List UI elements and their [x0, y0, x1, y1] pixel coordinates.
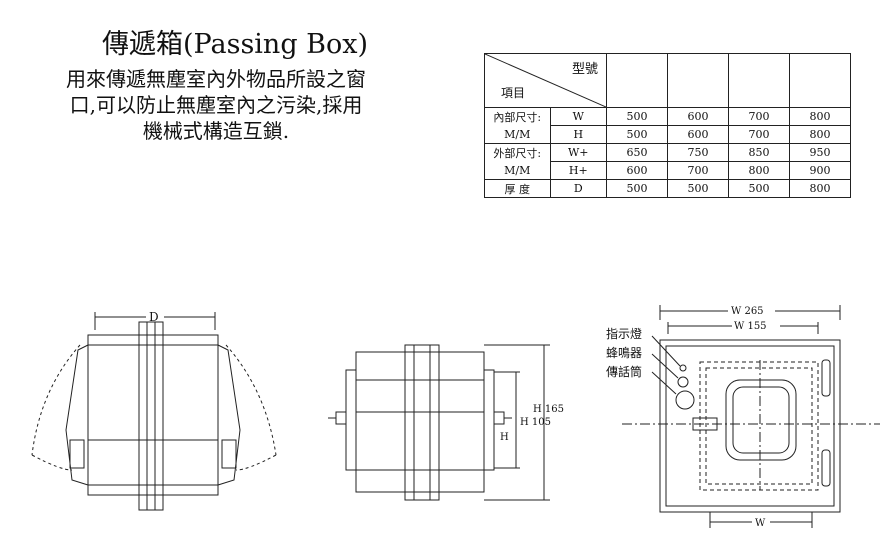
spec-table: 型號 項目 內部尺寸: W 500 600 700 800 M/M H 500 …	[484, 53, 851, 198]
dim-label-w: W	[755, 518, 766, 529]
description-line: 用來傳遞無塵室內外物品所設之窗	[66, 67, 366, 91]
cell: 800	[728, 161, 790, 180]
dim-label-h105: H 105	[520, 417, 551, 428]
dim-label-d: D	[149, 310, 159, 324]
header-cell	[789, 53, 851, 108]
row-dim: D	[549, 179, 608, 198]
description-line: 口,可以防止無塵室內之污染,採用	[69, 93, 363, 117]
table-header-row: 型號 項目	[484, 53, 851, 108]
cell: 500	[728, 179, 790, 198]
header-cell	[667, 53, 729, 108]
row-group: 厚 度	[484, 179, 551, 198]
side-view-drawing	[328, 344, 550, 501]
cell: 800	[789, 179, 851, 198]
header-model: 型號	[571, 62, 598, 77]
dim-label-w155: W 155	[734, 321, 767, 332]
table-row: M/M H 500 600 700 800	[484, 125, 851, 144]
header-item: 項目	[501, 86, 526, 100]
row-group: 外部尺寸:	[484, 143, 551, 162]
front-view-drawing	[622, 305, 880, 528]
description: 用來傳遞無塵室內外物品所設之窗 口,可以防止無塵室內之污染,採用 機械式構造互鎖…	[30, 66, 402, 144]
cell: 700	[728, 125, 790, 144]
row-group: 內部尺寸:	[484, 107, 551, 126]
dim-label-h165: H 165	[533, 404, 564, 415]
label-buzzer: 蜂鳴器	[606, 346, 642, 360]
dim-label-w265: W 265	[731, 306, 764, 317]
page-title: 傳遞箱(Passing Box)	[102, 29, 369, 60]
table-corner: 型號 項目	[484, 53, 607, 108]
cell: 500	[667, 179, 729, 198]
dim-label-h: H	[500, 432, 509, 443]
table-row: 厚 度 D 500 500 500 800	[484, 179, 851, 198]
row-dim: H+	[549, 161, 608, 180]
top-view-drawing	[31, 312, 277, 511]
cell: 650	[606, 143, 668, 162]
description-line: 機械式構造互鎖.	[142, 119, 290, 143]
label-indicator: 指示燈	[606, 326, 642, 341]
cell: 500	[606, 179, 668, 198]
label-transmitter: 傳話筒	[606, 364, 642, 379]
